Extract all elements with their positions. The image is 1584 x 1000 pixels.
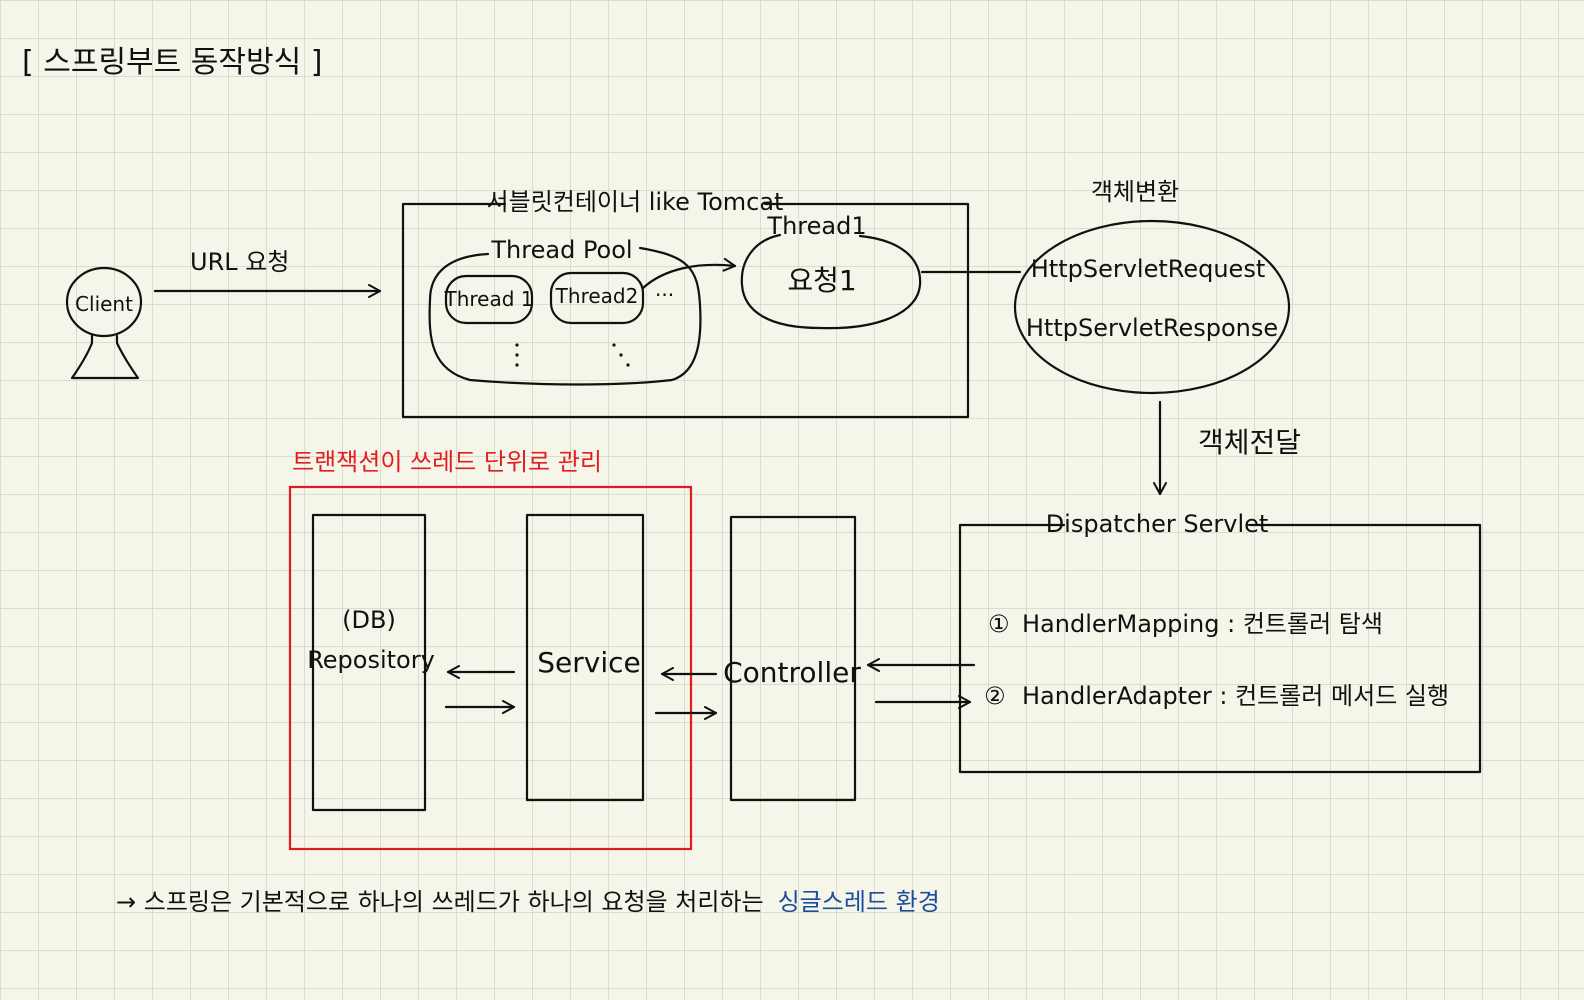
dispatcher-servlet: Dispatcher Servlet ① HandlerMapping : 컨트… — [958, 510, 1482, 774]
repository-db-label: (DB) — [342, 606, 396, 634]
client-head — [65, 266, 143, 338]
active-thread-outline — [740, 233, 922, 330]
footer-note: → 스프링은 기본적으로 하나의 쓰레드가 하나의 요청을 처리하는 싱글스레드 … — [116, 888, 940, 916]
diagonal-dot — [619, 353, 623, 357]
thread-1-pill — [444, 274, 534, 325]
handler-adapter-text: HandlerAdapter : 컨트롤러 메서드 실행 — [1022, 682, 1449, 710]
footer-highlight: 싱글스레드 환경 — [778, 888, 940, 916]
controller-label: Controller — [723, 656, 861, 689]
handler-mapping-text: HandlerMapping : 컨트롤러 탐색 — [1022, 610, 1383, 638]
controller-box — [729, 515, 857, 802]
servlet-container-box — [401, 202, 970, 419]
handler-mapping-num: ① — [988, 610, 1010, 638]
repository-box — [311, 513, 427, 812]
handler-adapter-num: ② — [984, 682, 1006, 710]
vertical-dot — [515, 363, 519, 367]
page-title: [ 스프링부트 동작방식 ] — [22, 45, 322, 80]
active-thread-request: 요청1 — [787, 264, 856, 297]
object-conversion-label: 객체변환 — [1091, 178, 1179, 206]
servlet-container: 서블릿컨테이너 like Tomcat Thread Pool Thread 1… — [401, 188, 970, 419]
thread-1-label: Thread 1 — [443, 287, 533, 311]
service-label: Service — [537, 646, 640, 679]
http-servlet-request: HttpServletRequest — [1031, 255, 1266, 283]
object-delivery-label: 객체전달 — [1198, 426, 1301, 459]
thread-pool-outline — [428, 246, 702, 386]
transaction-note: 트랜잭션이 쓰레드 단위로 관리 — [292, 448, 602, 476]
client-label: Client — [75, 292, 133, 316]
url-request-label: URL 요청 — [190, 248, 289, 276]
footer-prefix: → 스프링은 기본적으로 하나의 쓰레드가 하나의 요청을 처리하는 — [116, 888, 764, 916]
thread-pool-ellipsis: ··· — [655, 283, 674, 307]
active-thread-label: Thread1 — [766, 212, 866, 240]
dispatcher-servlet-box — [958, 523, 1482, 774]
diagonal-dot — [626, 363, 630, 367]
servlet-container-label: 서블릿컨테이너 like Tomcat — [487, 188, 784, 216]
service-box — [525, 513, 645, 802]
http-servlet-response: HttpServletResponse — [1026, 314, 1278, 342]
conversion-ellipse — [1013, 219, 1291, 395]
client-body — [70, 334, 140, 380]
client-figure: Client — [65, 266, 143, 380]
thread-2-label: Thread2 — [555, 284, 639, 308]
transaction-boundary — [288, 485, 693, 851]
thread-2-pill — [549, 271, 645, 325]
diagonal-dot — [612, 343, 616, 347]
dispatcher-servlet-label: Dispatcher Servlet — [1046, 510, 1269, 538]
repository-label: Repository — [307, 646, 435, 674]
thread-pool-label: Thread Pool — [490, 236, 632, 264]
vertical-dot — [515, 343, 519, 347]
thread-assign-arrow — [641, 257, 737, 290]
vertical-dot — [515, 353, 519, 357]
